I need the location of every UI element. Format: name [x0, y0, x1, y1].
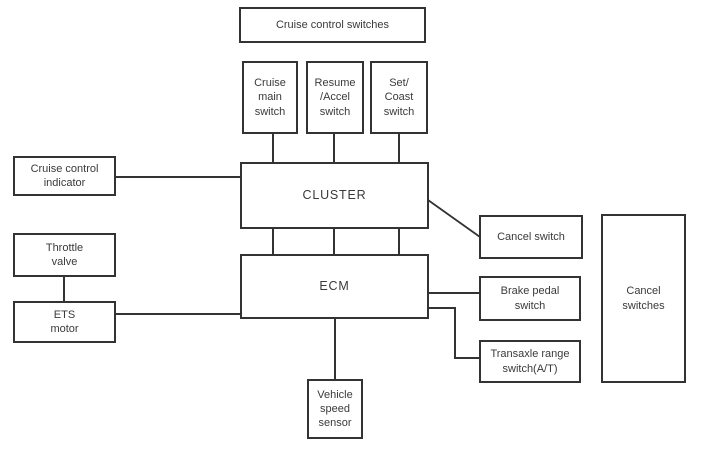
connector-cruise-control-indicator-to-cluster	[115, 176, 241, 178]
connector-ecm-to-brake-pedal-switch	[428, 292, 480, 294]
node-cruise-main-switch: Cruise main switch	[242, 61, 298, 134]
node-ecm: ECM	[240, 254, 429, 319]
node-vehicle-speed-sensor: Vehicle speed sensor	[307, 379, 363, 439]
connector-ecm-to-transaxle-range-switch-seg3	[454, 357, 480, 359]
connector-ecm-to-transaxle-range-switch-seg1	[428, 307, 456, 309]
connector-cruise-main-switch-to-cluster	[272, 132, 274, 163]
connector-ets-motor-to-ecm	[115, 313, 241, 315]
connector-resume-accel-switch-to-cluster	[333, 132, 335, 163]
node-throttle-valve: Throttle valve	[13, 233, 116, 277]
connector-throttle-valve-to-ets-motor	[63, 276, 65, 302]
node-brake-pedal-switch: Brake pedal switch	[479, 276, 581, 321]
node-cruise-control-switches: Cruise control switches	[239, 7, 426, 43]
node-set-coast-switch: Set/ Coast switch	[370, 61, 428, 134]
node-cruise-control-indicator: Cruise control indicator	[13, 156, 116, 196]
connector-cluster-to-ecm-3	[398, 228, 400, 255]
connector-cluster-to-ecm-1	[272, 228, 274, 255]
connector-set-coast-switch-to-cluster	[398, 132, 400, 163]
connector-ecm-to-transaxle-range-switch-seg2	[454, 307, 456, 359]
connector-cluster-to-ecm-2	[333, 228, 335, 255]
node-cancel-switch: Cancel switch	[479, 215, 583, 259]
connector-ecm-to-vehicle-speed-sensor	[334, 318, 336, 380]
node-ets-motor: ETS motor	[13, 301, 116, 343]
node-cluster: CLUSTER	[240, 162, 429, 229]
node-cancel-switches: Cancel switches	[601, 214, 686, 383]
node-transaxle-range-switch: Transaxle range switch(A/T)	[479, 340, 581, 383]
node-resume-accel-switch: Resume /Accel switch	[306, 61, 364, 134]
